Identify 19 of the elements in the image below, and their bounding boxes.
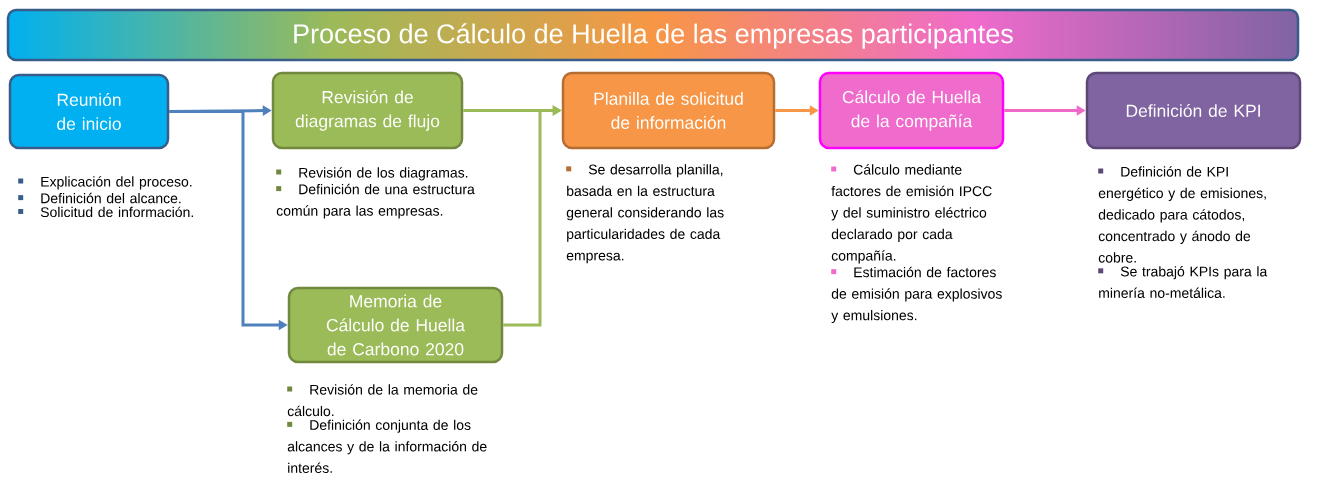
bullet-item: Cálculo mediante factores de emisión IPCC y del suministro eléctrico declarado por cada compañía. <box>831 164 992 264</box>
bullet-item: Definición del alcance. <box>18 192 181 204</box>
bullet-item: Se trabajó KPIs para la minería no-metálica. <box>1098 266 1268 298</box>
process-box: Reunión de inicio <box>8 73 170 150</box>
process-box: Planilla de solicitud de información <box>561 71 776 150</box>
bullet-item: Revisión de la memoria de cálculo. <box>287 384 478 417</box>
title-banner: Proceso de Cálculo de Huella de las empresas participantes <box>6 8 1300 62</box>
bullet-item: Definición conjunta de los alcances y de la información de interés. <box>287 419 487 473</box>
bullet-item: Estimación de factores de emisión para explosivos y emulsiones. <box>831 266 1002 324</box>
bullet-item: Solicitud de información. <box>18 206 193 218</box>
bullet-item: Definición de una estructura común para las empresas. <box>276 183 475 219</box>
process-box: Memoria de Cálculo de Huella de Carbono 2020 <box>287 286 504 364</box>
bullet-item: Se desarrolla planilla, basada en la estructura general considerando las particularidades de cada empresa. <box>566 164 724 264</box>
process-box: Definición de KPI <box>1085 71 1302 150</box>
bullet-item: Explicación del proceso. <box>18 176 192 190</box>
process-box: Cálculo de Huella de la compañía <box>818 71 1005 150</box>
process-box: Revisión de diagramas de flujo <box>271 71 464 150</box>
bullet-item: Revisión de los diagramas. <box>276 167 468 181</box>
bullet-item: Definición de KPI energético y de emisiones, dedicado para cátodos, concentrado y ánodo de cobre. <box>1098 166 1266 263</box>
